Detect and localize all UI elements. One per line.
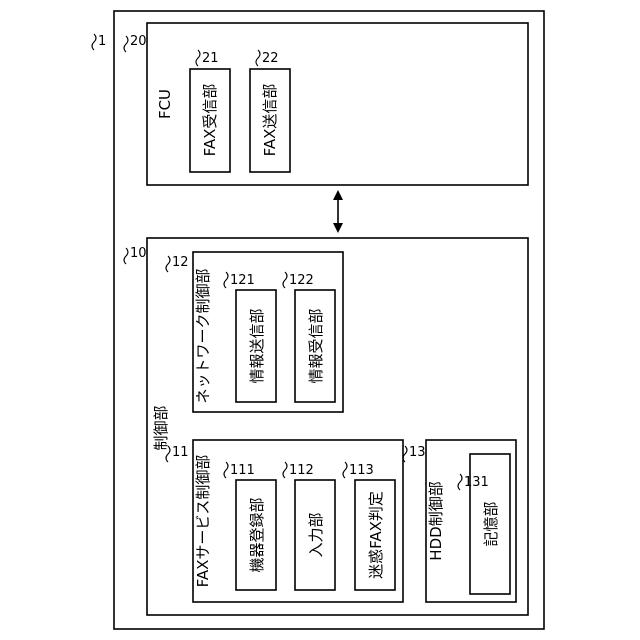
- fcu-ref-number: 20: [130, 34, 147, 49]
- control-label: 制御部: [152, 405, 170, 450]
- fax-service-control-ref-number: 11: [172, 445, 189, 460]
- network-control-label: ネットワーク制御部: [194, 268, 212, 403]
- info-sender-ref: 121: [224, 272, 255, 288]
- fax-receiver-ref-number: 21: [202, 51, 219, 66]
- storage-ref: 131: [458, 474, 489, 490]
- fax-service-control-ref: 11: [166, 445, 189, 462]
- fcu-label: FCU: [156, 89, 174, 119]
- fax-sender-label: FAX送信部: [261, 84, 279, 157]
- apparatus-ref: 1: [92, 34, 106, 50]
- info-receiver-label: 情報受信部: [307, 308, 325, 383]
- apparatus-ref-number: 1: [98, 34, 106, 49]
- control-ref-number: 10: [130, 246, 147, 261]
- apparatus-frame: [114, 11, 544, 629]
- fax-sender-ref-number: 22: [262, 51, 279, 66]
- device-registration-ref-number: 111: [230, 463, 255, 478]
- info-receiver-ref: 122: [283, 272, 314, 288]
- input-ref-number: 112: [289, 463, 314, 478]
- fax-sender-ref: 22: [256, 50, 279, 66]
- hdd-control-label: HDD制御部: [427, 481, 445, 560]
- input-label: 入力部: [307, 512, 325, 557]
- hdd-control-ref: 13: [403, 445, 426, 462]
- info-receiver-ref-number: 122: [289, 273, 314, 288]
- info-sender-ref-number: 121: [230, 273, 255, 288]
- info-sender-label: 情報送信部: [248, 308, 266, 383]
- network-control-ref-number: 12: [172, 255, 189, 270]
- device-registration-label: 機器登録部: [248, 497, 266, 572]
- fax-receiver-label: FAX受信部: [201, 84, 219, 157]
- fax-receiver-ref: 21: [196, 50, 219, 66]
- hdd-control-ref-number: 13: [409, 445, 426, 460]
- storage-ref-number: 131: [464, 475, 489, 490]
- fcu-ref: 20: [124, 34, 147, 52]
- spam-fax-judge-ref: 113: [343, 462, 374, 478]
- device-registration-ref: 111: [224, 462, 255, 478]
- spam-fax-judge-label: 迷惑FAX判定: [367, 491, 385, 579]
- network-control-ref: 12: [166, 255, 189, 272]
- storage-label: 記憶部: [482, 501, 500, 546]
- spam-fax-judge-ref-number: 113: [349, 463, 374, 478]
- control-ref: 10: [124, 246, 147, 264]
- fax-service-control-label: FAXサービス制御部: [194, 455, 212, 588]
- input-ref: 112: [283, 462, 314, 478]
